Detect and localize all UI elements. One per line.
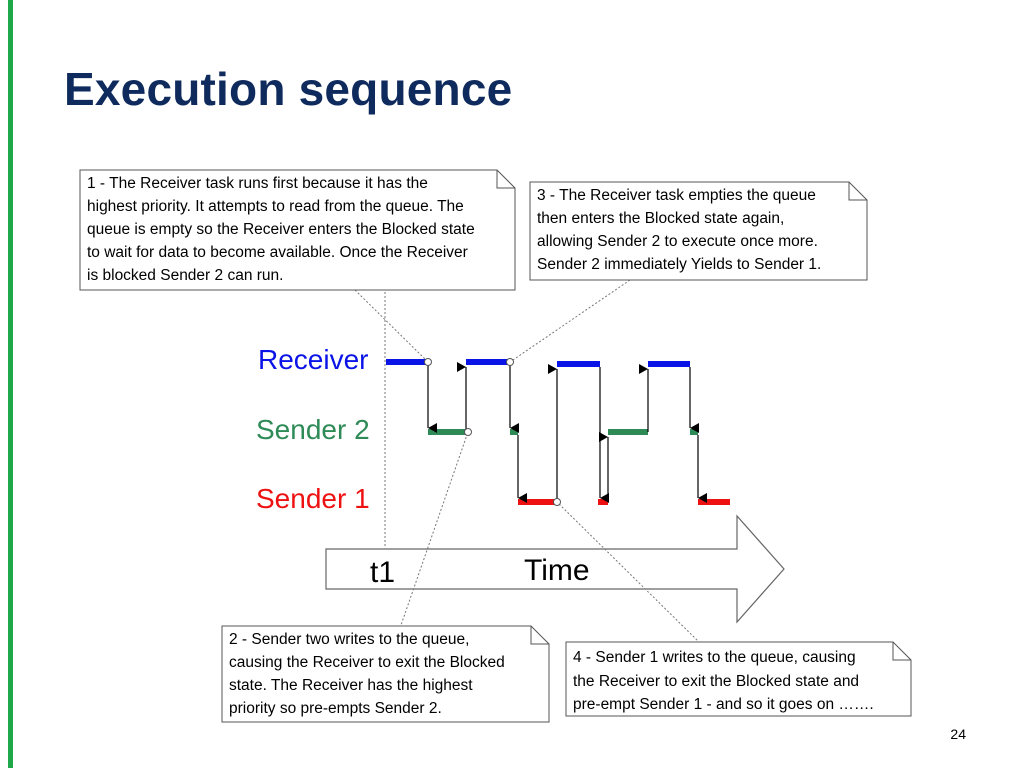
t1-label: t1 (370, 556, 395, 589)
note-1-connector (354, 289, 429, 363)
note-line: highest priority. It attempts to read fr… (87, 198, 464, 215)
note-box (565, 641, 912, 717)
note-line: queue is empty so the Receiver enters th… (87, 221, 475, 238)
note-line: to wait for data to become available. On… (87, 244, 468, 261)
note-fold (848, 182, 867, 201)
event-marker (506, 358, 514, 366)
time-label: Time (524, 554, 590, 587)
event-marker (464, 428, 472, 436)
note-fold (530, 626, 549, 645)
event-marker (424, 358, 432, 366)
note-3-connector (509, 279, 631, 363)
note-line: 2 - Sender two writes to the queue, (229, 631, 469, 648)
note-fold (892, 642, 911, 661)
time-axis-arrow (325, 514, 785, 624)
note-1: 1 - The Receiver task runs first because… (79, 169, 516, 291)
note-4: 4 - Sender 1 writes to the queue, causin… (565, 641, 912, 717)
note-3: 3 - The Receiver task empties the queue … (529, 181, 868, 281)
note-line: Sender 2 immediately Yields to Sender 1. (537, 256, 821, 273)
note-2-connector (399, 431, 469, 629)
slide-title: Execution sequence (64, 63, 513, 115)
note-line: 3 - The Receiver task empties the queue (537, 187, 816, 204)
event-markers (424, 358, 561, 506)
note-line: state. The Receiver has the highest (229, 677, 473, 694)
note-line: allowing Sender 2 to execute once more. (537, 233, 818, 250)
slide-accent-bar (8, 0, 13, 768)
note-line: is blocked Sender 2 can run. (87, 267, 283, 284)
note-connectors (354, 279, 701, 644)
note-line: 4 - Sender 1 writes to the queue, causin… (573, 649, 856, 666)
page-number: 24 (950, 726, 966, 742)
note-line: priority so pre-empts Sender 2. (229, 700, 442, 717)
note-box (79, 169, 516, 291)
note-fold (496, 170, 515, 189)
event-marker (553, 498, 561, 506)
note-line: the Receiver to exit the Blocked state a… (573, 673, 859, 690)
note-line: causing the Receiver to exit the Blocked (229, 654, 505, 671)
note-line: pre-empt Sender 1 - and so it goes on ……… (573, 696, 874, 713)
note-box (221, 625, 550, 723)
lane-label-receiver: Receiver (258, 344, 368, 375)
lane-label-sender-1: Sender 1 (256, 483, 370, 514)
note-line: then enters the Blocked state again, (537, 210, 784, 227)
note-line: 1 - The Receiver task runs first because… (87, 175, 428, 192)
note-4-connector (556, 501, 701, 644)
note-2: 2 - Sender two writes to the queue, caus… (221, 625, 550, 723)
note-box (529, 181, 868, 281)
receiver-timeline (386, 359, 690, 367)
context-switch-arrows (427, 362, 707, 503)
lane-label-sender-2: Sender 2 (256, 414, 370, 445)
